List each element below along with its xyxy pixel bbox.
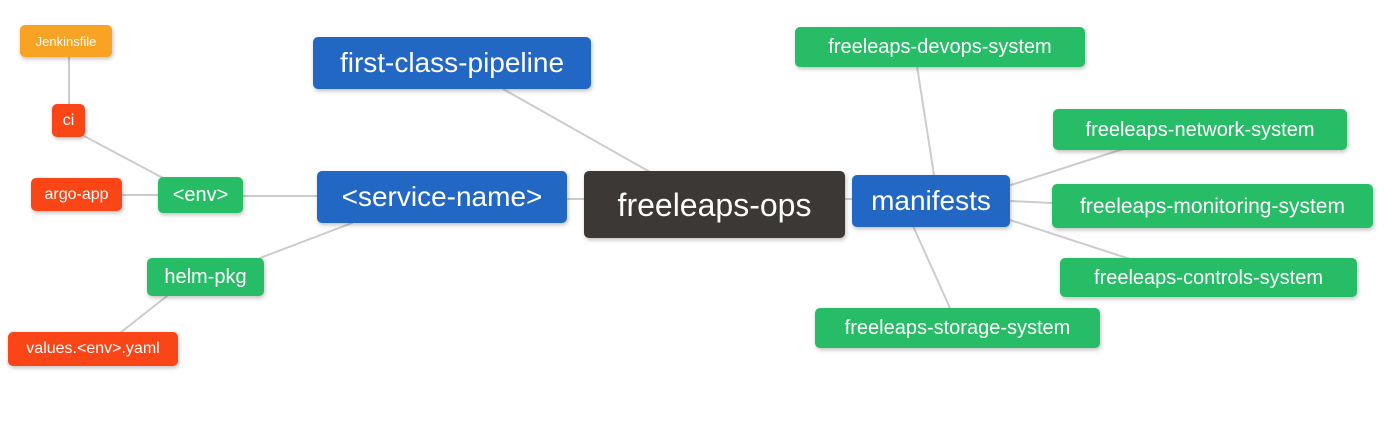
- node-freeleaps-monitoring-system[interactable]: freeleaps-monitoring-system: [1052, 184, 1373, 228]
- node-label: freeleaps-ops: [617, 186, 812, 223]
- node-label: ci: [62, 111, 75, 129]
- edge-manifests--freeleaps-controls-system: [1009, 219, 1131, 260]
- node-label: first-class-pipeline: [339, 47, 565, 78]
- edge-manifests--freeleaps-storage-system: [912, 225, 951, 309]
- node-freeleaps-controls-system[interactable]: freeleaps-controls-system: [1060, 258, 1357, 297]
- node-label: <env>: [172, 184, 229, 206]
- node-freeleaps-network-system[interactable]: freeleaps-network-system: [1053, 109, 1347, 150]
- edge-service-name--helm-pkg: [259, 222, 353, 259]
- node-helm-pkg[interactable]: helm-pkg: [147, 258, 264, 296]
- node-label: Jenkinsfile: [35, 33, 97, 49]
- node-service-name[interactable]: <service-name>: [317, 171, 567, 223]
- node-label: freeleaps-monitoring-system: [1080, 194, 1345, 218]
- node-label: <service-name>: [341, 181, 543, 212]
- node-label: helm-pkg: [164, 266, 247, 288]
- edge-manifests--freeleaps-monitoring-system: [1010, 200, 1053, 204]
- edge-manifests--freeleaps-devops-system: [916, 65, 935, 176]
- edge-manifests--freeleaps-network-system: [1010, 148, 1124, 186]
- node-label: manifests: [871, 185, 991, 216]
- node-freeleaps-storage-system[interactable]: freeleaps-storage-system: [815, 308, 1100, 348]
- node-env[interactable]: <env>: [158, 177, 243, 213]
- edge-env--ci: [83, 135, 164, 179]
- node-label: freeleaps-storage-system: [844, 317, 1071, 339]
- edge-helm-pkg--values-env-yaml: [119, 295, 168, 334]
- node-freeleaps-devops-system[interactable]: freeleaps-devops-system: [795, 27, 1085, 67]
- node-first-class-pipeline[interactable]: first-class-pipeline: [313, 37, 591, 89]
- node-label: freeleaps-controls-system: [1094, 266, 1323, 289]
- node-label: values.<env>.yaml: [26, 340, 160, 357]
- node-argo-app[interactable]: argo-app: [31, 178, 122, 211]
- node-freeleaps-ops[interactable]: freeleaps-ops: [584, 171, 845, 238]
- node-values-env-yaml[interactable]: values.<env>.yaml: [8, 332, 178, 366]
- node-label: freeleaps-network-system: [1085, 118, 1315, 141]
- edge-freeleaps-ops--first-class-pipeline: [502, 88, 651, 173]
- node-label: freeleaps-devops-system: [828, 36, 1052, 58]
- node-jenkinsfile[interactable]: Jenkinsfile: [20, 25, 112, 57]
- node-manifests[interactable]: manifests: [852, 175, 1010, 227]
- node-label: argo-app: [44, 185, 109, 203]
- node-ci[interactable]: ci: [52, 104, 85, 137]
